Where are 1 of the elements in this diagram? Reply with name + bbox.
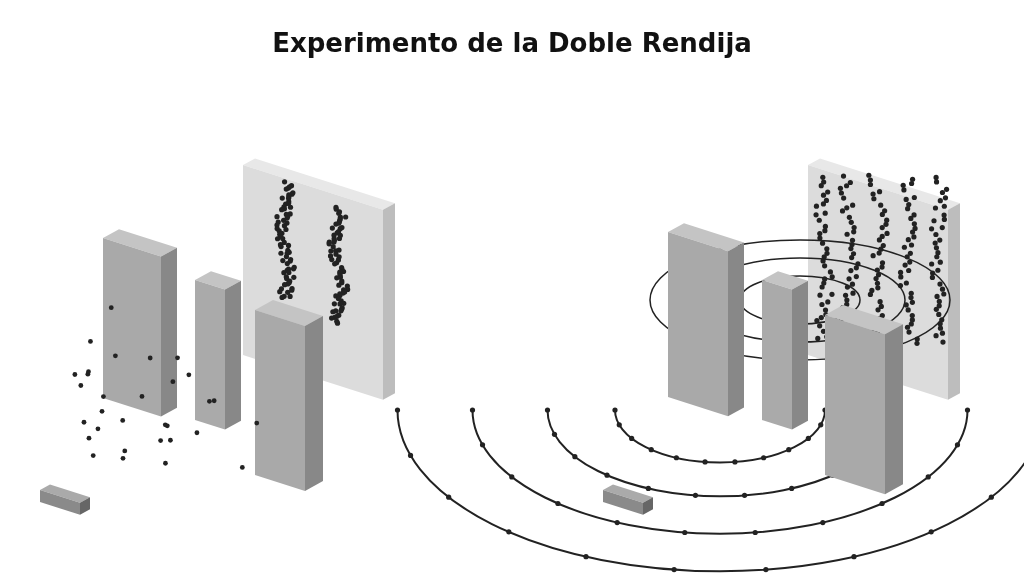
title: Experimento de la Doble Rendija	[272, 28, 752, 58]
